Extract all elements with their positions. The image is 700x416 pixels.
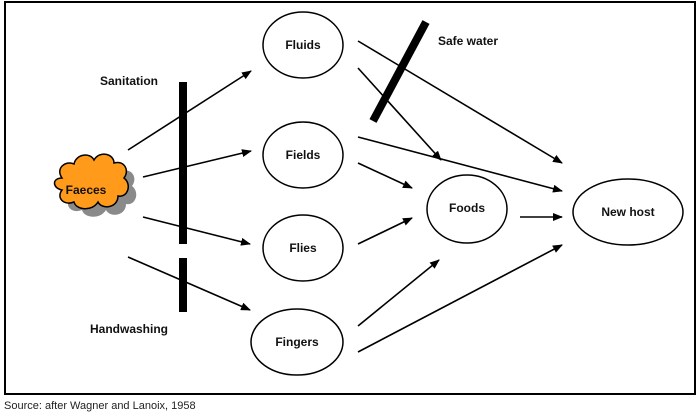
edge-faeces-fluids [127,70,252,151]
edges [127,40,563,353]
edge-fingers-foods [357,259,440,327]
cloud-shape [53,153,129,210]
edge-faeces-fingers [127,256,251,311]
fingers-node: Fingers [250,308,344,376]
faeces-label: Faeces [66,183,107,197]
handwashing-barrier [179,258,187,312]
source-caption: Source: after Wagner and Lanoix, 1958 [4,400,196,412]
edge-fingers-new-host [357,244,563,353]
edge-fields-new-host [357,136,563,193]
flies-label: Flies [289,241,317,255]
handwashing-label: Handwashing [90,322,168,336]
faeces-node: Faeces [53,153,137,217]
fingers-label: Fingers [275,335,319,349]
flies-node: Flies [262,214,344,282]
fields-node: Fields [262,121,344,189]
edge-faeces-flies [142,216,251,246]
new-host-label: New host [601,205,654,219]
sanitation-barrier [179,82,187,244]
fluids-node: Fluids [262,11,344,79]
foods-node: Foods [426,174,508,244]
fields-label: Fields [286,148,321,162]
edge-faeces-fields [142,149,252,178]
safe-water-label: Safe water [438,34,498,48]
safe-water-barrier [369,20,430,123]
foods-label: Foods [449,201,485,215]
edge-flies-foods [357,217,413,245]
new-host-node: New host [572,178,684,246]
edge-fluids-new-host [357,40,563,164]
fluids-label: Fluids [285,38,321,52]
sanitation-label: Sanitation [100,74,158,88]
edge-fluids-foods [357,67,442,161]
edge-fields-foods [357,162,413,189]
